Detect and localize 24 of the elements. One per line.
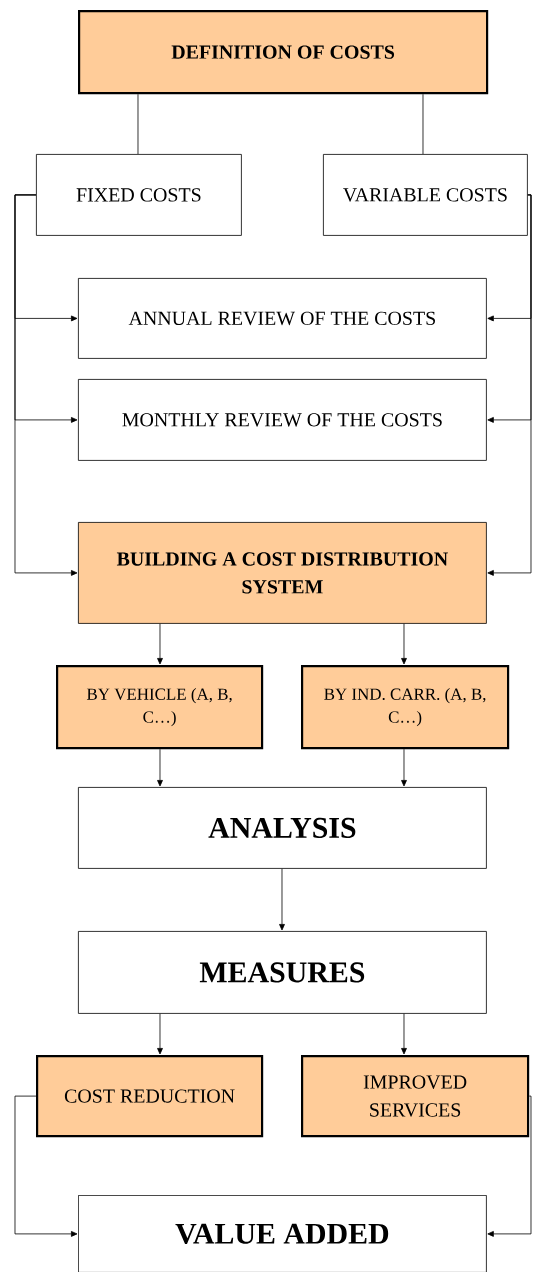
- result-box: VALUE ADDED: [78, 1195, 487, 1272]
- cost-box: FIXED COSTS: [36, 154, 242, 236]
- cost-box: VARIABLE COSTS: [323, 154, 528, 236]
- arrow: [487, 1095, 532, 1237]
- category-box: BY VEHICLE (A, B, C…): [56, 665, 264, 750]
- arrow: [157, 1013, 163, 1055]
- process-box: MEASURES: [78, 931, 487, 1014]
- heading-box: DEFINITION OF COSTS: [78, 10, 489, 95]
- arrow: [157, 623, 163, 665]
- process-box: BUILDING A COST DISTRIBUTION SYSTEM: [78, 522, 487, 624]
- outcome-box: COST REDUCTION: [36, 1055, 264, 1138]
- outcome-box: IMPROVED SERVICES: [301, 1055, 530, 1138]
- arrow: [14, 1095, 78, 1237]
- arrow: [157, 748, 163, 787]
- arrow: [401, 748, 407, 787]
- arrow: [401, 623, 407, 665]
- process-box: ANNUAL REVIEW OF THE COSTS: [78, 278, 487, 359]
- arrow: [14, 194, 78, 576]
- category-box: BY IND. CARR. (A, B, C…): [301, 665, 510, 750]
- arrow: [401, 1013, 407, 1055]
- arrow: [487, 194, 532, 576]
- process-box: ANALYSIS: [78, 787, 487, 869]
- process-box: MONTHLY REVIEW OF THE COSTS: [78, 379, 487, 461]
- arrow: [279, 868, 285, 931]
